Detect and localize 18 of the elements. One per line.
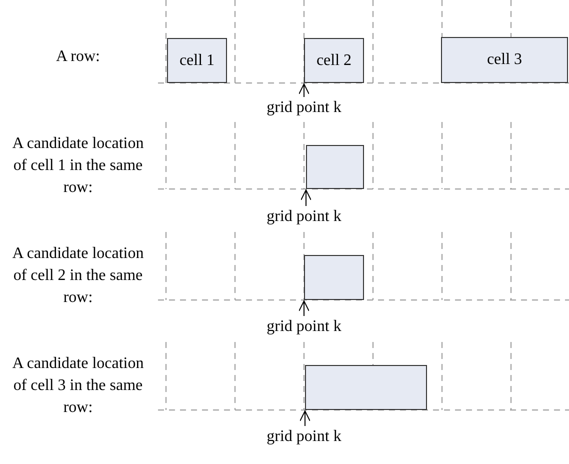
row-label: A row: [55, 47, 101, 67]
row-label: A candidate location of cell 1 in the same row: [11, 134, 145, 198]
cell-box [305, 365, 427, 410]
row-label: A candidate location of cell 3 in the same row: [11, 354, 145, 418]
cell-box [304, 255, 364, 300]
arrow [298, 84, 310, 98]
grid-point-label: grid point k [256, 316, 352, 338]
grid-point-label: grid point k [256, 206, 352, 228]
grid-point-label: grid point k [256, 426, 352, 448]
cell-box: cell 3 [441, 37, 568, 83]
arrow [298, 300, 310, 316]
cell-box: cell 2 [304, 38, 364, 83]
row-label: A candidate location of cell 2 in the same row: [11, 244, 145, 308]
cell-box: cell 1 [167, 38, 227, 83]
arrow [300, 190, 312, 206]
grid-point-label: grid point k [256, 97, 352, 119]
cell-box [306, 145, 364, 189]
arrow [300, 410, 310, 426]
